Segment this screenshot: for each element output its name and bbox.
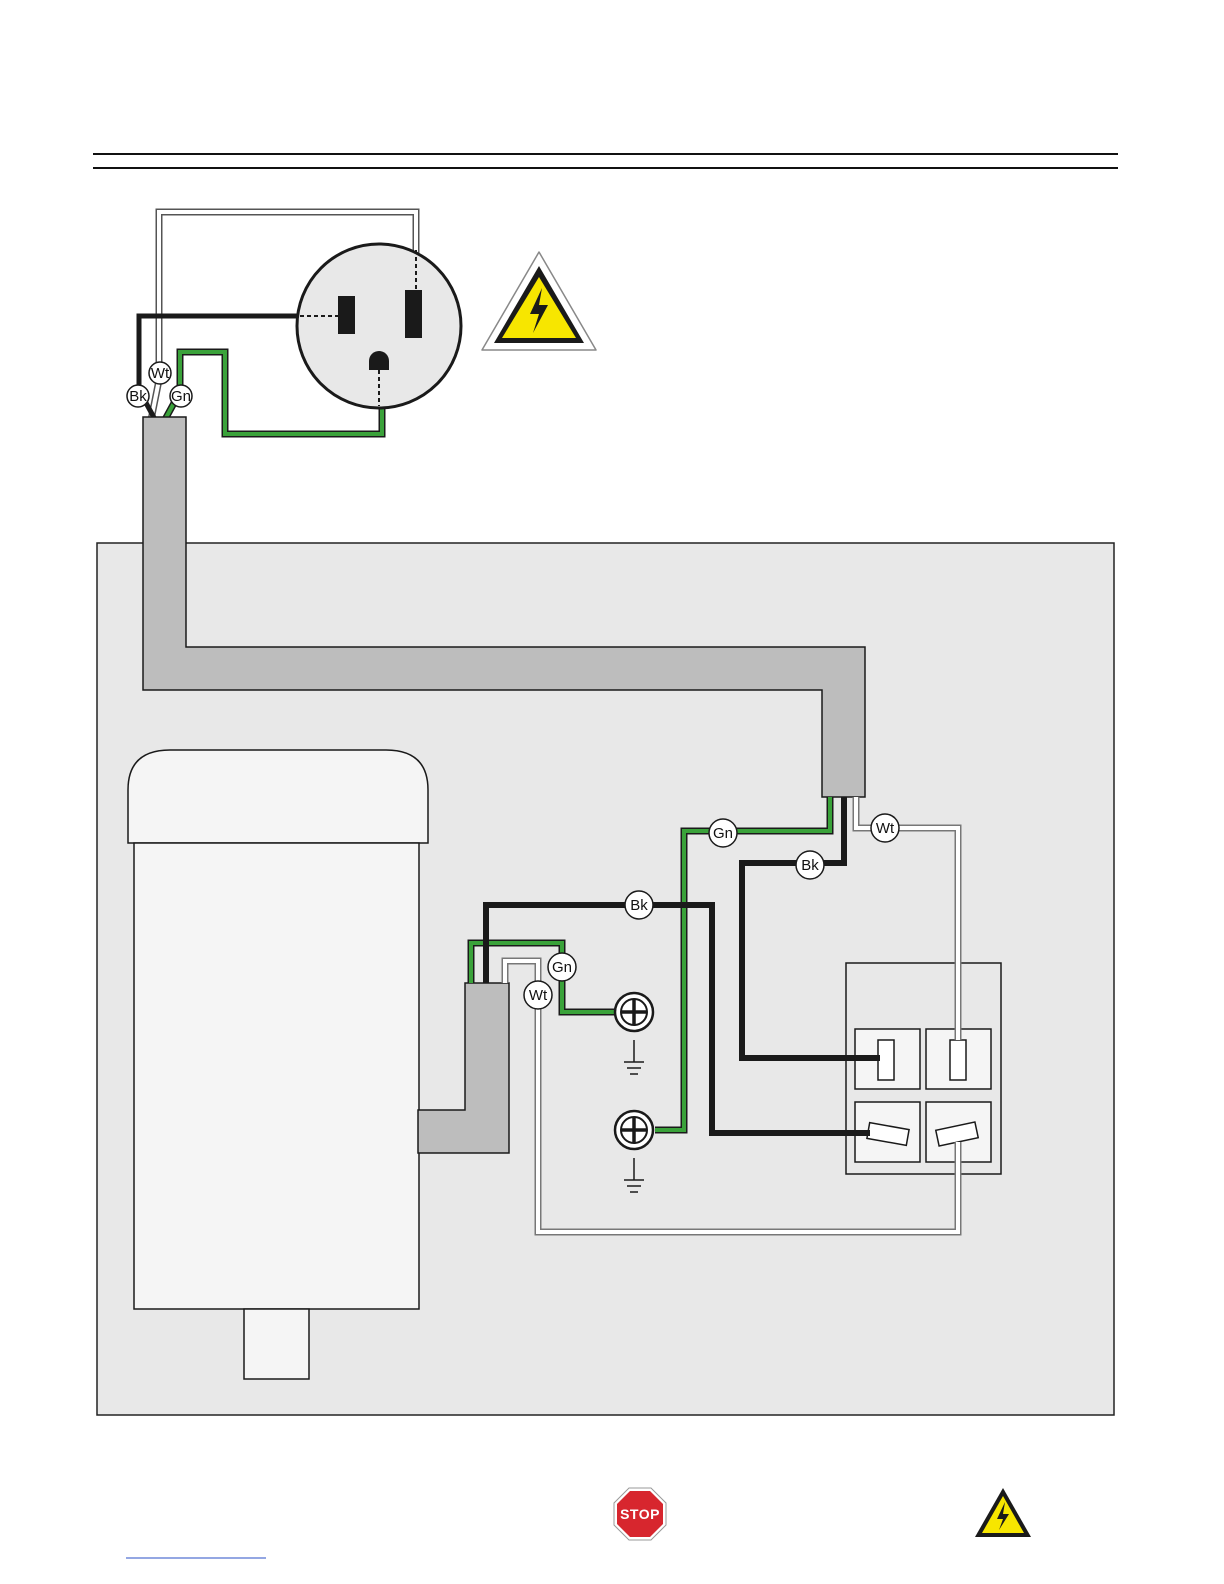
wire-label-black-motor: Bk <box>625 891 653 919</box>
cord-label-white: Wt <box>149 362 171 384</box>
svg-text:Gn: Gn <box>171 388 191 405</box>
svg-text:Wt: Wt <box>529 987 548 1004</box>
motor-body <box>134 843 419 1309</box>
electrical-hazard-icon <box>975 1488 1031 1537</box>
receptacle-neutral-slot <box>405 290 422 338</box>
receptacle-hot-slot <box>338 296 355 334</box>
wire-label-green-incoming: Gn <box>709 819 737 847</box>
svg-text:Bk: Bk <box>129 388 147 405</box>
receptacle-outlet <box>297 244 461 408</box>
wire-label-white-incoming: Wt <box>871 814 899 842</box>
wire-label-white-motor: Wt <box>524 981 552 1009</box>
cord-label-black: Bk <box>127 385 149 407</box>
motor-end-cap <box>128 750 428 843</box>
stop-sign-icon: STOP <box>614 1488 666 1540</box>
svg-text:Bk: Bk <box>630 897 648 914</box>
svg-text:Bk: Bk <box>801 857 819 874</box>
switch-box <box>846 963 1001 1174</box>
svg-text:Wt: Wt <box>876 820 895 837</box>
electrical-hazard-icon <box>482 252 596 350</box>
motor <box>128 750 428 1379</box>
svg-text:Gn: Gn <box>713 825 733 842</box>
svg-text:Wt: Wt <box>151 365 170 382</box>
wire-label-black-incoming: Bk <box>796 851 824 879</box>
wire-label-green-motor: Gn <box>548 953 576 981</box>
ground-screw-upper <box>615 993 653 1031</box>
svg-text:Gn: Gn <box>552 959 572 976</box>
cord-label-green: Gn <box>170 385 192 407</box>
ground-screw-lower <box>615 1111 653 1149</box>
svg-text:STOP: STOP <box>620 1506 660 1522</box>
motor-shaft <box>244 1309 309 1379</box>
